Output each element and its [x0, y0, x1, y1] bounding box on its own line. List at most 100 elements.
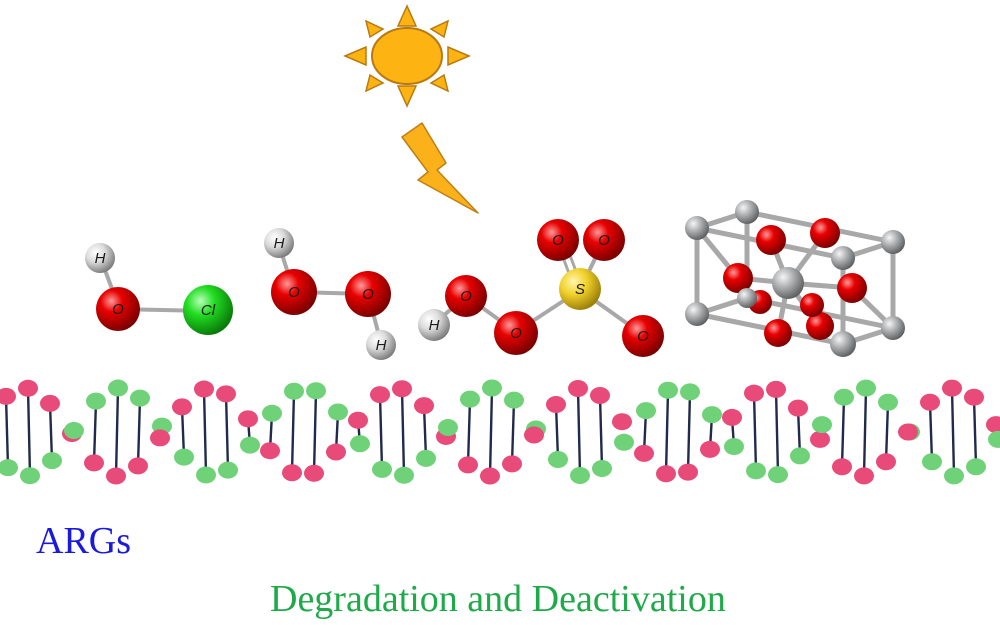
dna-backbone-bead: [634, 444, 654, 462]
degradation-label: Degradation and Deactivation: [270, 578, 726, 620]
dna-backbone-bead: [790, 447, 810, 465]
dna-backbone-bead: [810, 430, 830, 448]
dna-backbone-bead: [240, 436, 260, 454]
dna-backbone-bead: [86, 392, 106, 410]
dna-backbone-bead: [128, 457, 148, 475]
atom-label: O: [637, 328, 649, 345]
dna-backbone-bead: [238, 410, 258, 428]
dna-backbone-bead: [130, 389, 150, 407]
dna-base-pair: [972, 397, 978, 467]
sun-ray: [364, 73, 385, 93]
atom-sulfur: S: [559, 268, 601, 310]
atom-hydrogen: H: [418, 309, 450, 341]
dna-backbone-bead: [898, 423, 918, 441]
dna-backbone-bead: [986, 416, 1000, 434]
dna-base-pair: [840, 397, 846, 467]
sun-ray: [396, 4, 418, 27]
dna-base-pair: [26, 388, 32, 476]
dna-base-pair: [950, 388, 956, 476]
dna-base-pair: [488, 387, 494, 477]
dna-base-pair: [312, 390, 318, 474]
dna-backbone-bead: [438, 419, 458, 437]
atom-oxygen: O: [537, 219, 579, 261]
sun-icon: [343, 4, 471, 108]
atom-label: H: [376, 337, 387, 354]
atom-label: S: [575, 281, 585, 298]
dna-base-pair: [884, 402, 890, 462]
dna-backbone-bead: [328, 403, 348, 421]
dna-backbone-bead: [944, 467, 964, 485]
dna-backbone-bead: [832, 458, 852, 476]
atom-oxygen: O: [345, 271, 391, 317]
dna-base-pair: [48, 403, 54, 461]
dna-backbone-bead: [284, 382, 304, 400]
dna-backbone-bead: [348, 411, 368, 429]
sun-ray: [343, 45, 367, 67]
dna-base-pair: [400, 388, 406, 476]
dna-backbone-bead: [812, 416, 832, 434]
dna-backbone-bead: [108, 379, 128, 397]
dna-base-pair: [290, 391, 296, 473]
molecule-hydrogen-peroxide: H O O H: [264, 228, 396, 360]
dna-backbone-bead: [392, 380, 412, 398]
dna-backbone-bead: [702, 406, 722, 424]
dna-base-pair: [378, 394, 384, 470]
dna-backbone-bead: [524, 426, 544, 444]
atom-label: O: [112, 301, 124, 318]
dna-backbone-bead: [744, 384, 764, 402]
dna-backbone-bead: [570, 466, 590, 484]
dna-backbone-bead: [0, 459, 18, 477]
atom-oxygen: O: [271, 269, 317, 315]
atom-hydrogen: H: [264, 228, 294, 258]
sun-ray: [396, 85, 418, 108]
dna-backbone-bead: [460, 390, 480, 408]
dna-backbone-bead: [262, 404, 282, 422]
dna-backbone-bead: [678, 463, 698, 481]
atom-chlorine: Cl: [183, 285, 233, 335]
dna-backbone-bead: [656, 465, 676, 483]
atom-label: O: [552, 232, 564, 249]
dna-backbone-bead: [592, 460, 612, 478]
dna-base-pair: [466, 399, 472, 465]
lightning-bolt-icon: [401, 122, 479, 214]
dna-base-pair: [510, 400, 516, 464]
dna-backbone-bead: [856, 379, 876, 397]
atom-label: O: [362, 286, 374, 303]
atom-label: O: [460, 288, 472, 305]
dna-base-pair: [554, 404, 560, 460]
dna-backbone-bead: [700, 440, 720, 458]
atom-oxygen: O: [583, 219, 625, 261]
atom-label: O: [598, 232, 610, 249]
dna-base-pair: [598, 395, 604, 469]
atom-hydrogen: H: [366, 330, 396, 360]
dna-backbone-bead: [724, 438, 744, 456]
dna-backbone-bead: [196, 466, 216, 484]
crystal-metals: [685, 200, 905, 357]
atom-label: O: [510, 325, 522, 342]
dna-backbone-bead: [722, 408, 742, 426]
dna-base-pair: [422, 405, 428, 459]
dna-backbone-bead: [306, 382, 326, 400]
dna-backbone-bead: [40, 394, 60, 412]
dna-backbone-bead: [414, 397, 434, 415]
sun-disc: [371, 27, 443, 85]
dna-backbone-bead: [988, 430, 1000, 448]
atom-label: H: [95, 250, 106, 267]
atom-oxygen: O: [494, 311, 538, 355]
dna-backbone-bead: [680, 383, 700, 401]
dna-backbone-bead: [64, 422, 84, 440]
dna-base-pair: [774, 389, 780, 475]
dna-backbone-bead: [260, 442, 280, 460]
atom-label: O: [288, 284, 300, 301]
dna-backbone-bead: [920, 393, 940, 411]
dna-base-pair: [136, 398, 142, 466]
dna-backbone-bead: [42, 452, 62, 470]
dna-backbone-bead: [768, 466, 788, 484]
atom-oxygen: O: [445, 275, 487, 317]
dna-backbone-bead: [548, 451, 568, 469]
dna-backbone-bead: [172, 398, 192, 416]
dna-backbone-bead: [636, 402, 656, 420]
dna-backbone-bead: [394, 466, 414, 484]
molecule-peroxymonosulfate: H O O O O S O: [418, 219, 664, 357]
dna-backbone-bead: [370, 386, 390, 404]
